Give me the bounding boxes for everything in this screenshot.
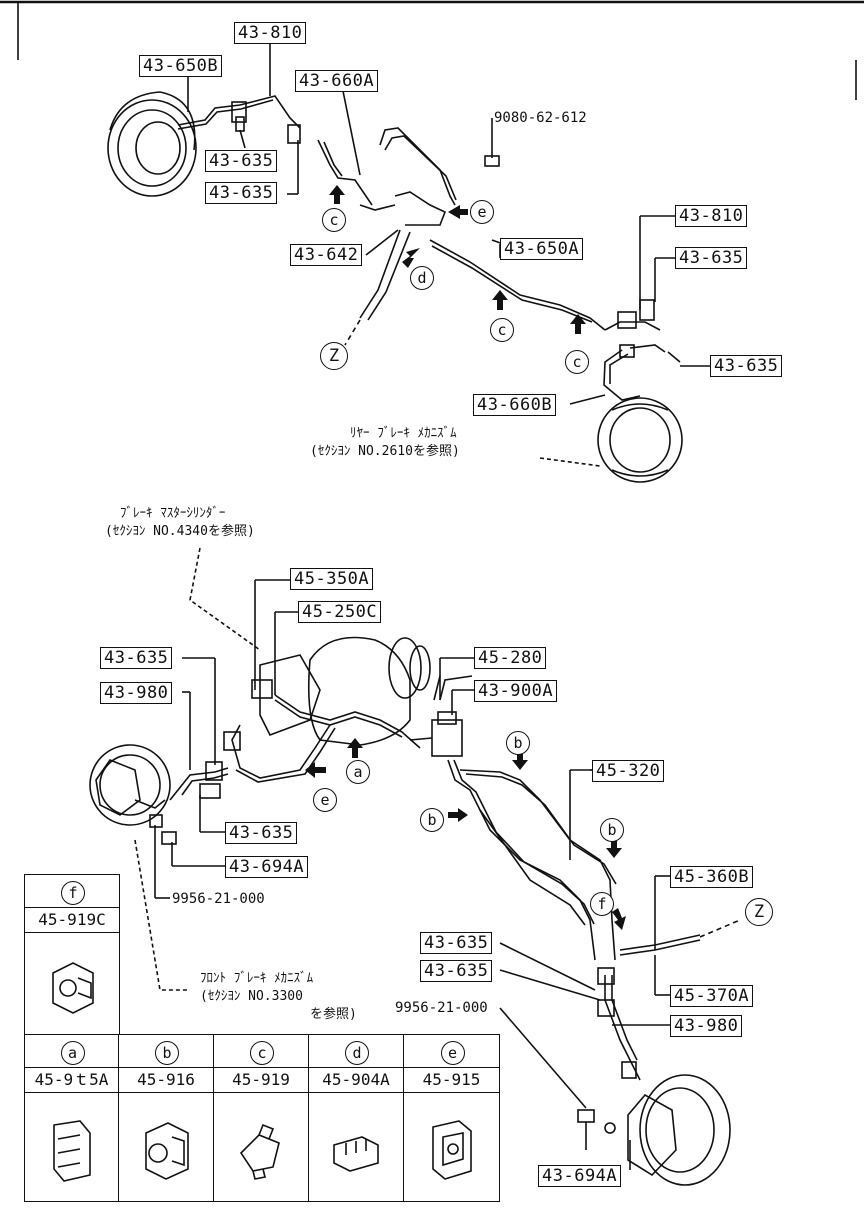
legend-clip-d: d 45-904A <box>309 1035 404 1201</box>
part-45-280: 45-280 <box>474 647 547 669</box>
clip-c-icon <box>239 1123 280 1180</box>
part-43-650b: 43-650B <box>139 55 223 77</box>
part-43-635-left: 43-635 <box>100 647 173 669</box>
legend-clip-c: c 45-919 <box>214 1035 309 1201</box>
rear-brake-note-line1: ﾘﾔｰ ﾌﾞﾚｰｷ ﾒｶﾆｽﾞﾑ <box>350 426 457 441</box>
part-43-694a-bottom: 43-694A <box>538 1165 622 1187</box>
callout-z-1: Z <box>320 342 348 370</box>
legend-clip-e: e 45-915 <box>404 1035 499 1201</box>
part-45-370a: 45-370A <box>670 985 754 1007</box>
bolt-code-left: 9956-21-000 <box>172 891 265 907</box>
callout-e-2: e <box>313 788 337 812</box>
callout-b-2: b <box>420 808 444 832</box>
front-brake-note-line1: ﾌﾛﾝﾄ ﾌﾞﾚｰｷ ﾒｶﾆｽﾞﾑ <box>200 971 314 986</box>
legend-clip-f: f 45-919C <box>24 874 120 1036</box>
front-left-brake-disc <box>89 744 171 826</box>
master-cylinder-note-line1: ﾌﾞﾚｰｷ ﾏｽﾀｰｼﾘﾝﾀﾞｰ <box>120 506 226 521</box>
callout-e-1: e <box>470 200 494 224</box>
callout-c-1: c <box>322 208 346 232</box>
legend-code-d: 45-904A <box>309 1067 403 1093</box>
rear-brake-note-line2: (ｾｸｼﾖﾝ NO.2610を参照) <box>310 444 460 459</box>
part-43-650a: 43-650A <box>500 238 584 260</box>
callout-c-3: c <box>565 350 589 374</box>
clip-d-icon <box>333 1136 379 1172</box>
master-cylinder-note-line2: (ｾｸｼﾖﾝ NO.4340を参照) <box>105 524 255 539</box>
legend-code-f: 45-919C <box>25 907 119 933</box>
callout-z-2: Z <box>745 898 773 926</box>
part-43-980-right: 43-980 <box>670 1015 743 1037</box>
legend-clip-b: b 45-916 <box>119 1035 214 1201</box>
master-cylinder-booster <box>251 636 431 746</box>
part-43-635-right-1: 43-635 <box>675 247 748 269</box>
clip-f-icon <box>52 962 94 1014</box>
part-43-660a: 43-660A <box>295 70 379 92</box>
bolt-code-top: 9080-62-612 <box>494 110 587 126</box>
callout-d-1: d <box>410 266 434 290</box>
part-43-980-left: 43-980 <box>100 682 173 704</box>
part-45-250c: 45-250C <box>298 601 382 623</box>
legend-letter-a: a <box>60 1041 85 1065</box>
part-43-660b: 43-660B <box>473 394 557 416</box>
callout-f-1: f <box>590 892 614 916</box>
clip-b-icon <box>145 1122 189 1180</box>
part-43-900a: 43-900A <box>474 680 558 702</box>
legend-letter-d: d <box>345 1041 369 1065</box>
part-45-320: 45-320 <box>592 760 665 782</box>
front-brake-note-line2: (ｾｸｼﾖﾝ NO.3300 <box>200 989 303 1004</box>
legend-clip-table: a 45-9ｔ5A b 45-916 c 45-919 <box>24 1034 500 1202</box>
legend-code-b: 45-916 <box>119 1067 213 1093</box>
part-43-694a-left: 43-694A <box>225 856 309 878</box>
part-43-810-right: 43-810 <box>675 205 748 227</box>
part-43-635-low-1: 43-635 <box>420 932 493 954</box>
part-45-350a: 45-350A <box>290 568 374 590</box>
legend-letter-f: f <box>61 881 85 905</box>
part-43-635-b: 43-635 <box>205 182 278 204</box>
legend-letter-c: c <box>250 1041 274 1065</box>
part-43-635-right-2: 43-635 <box>710 355 783 377</box>
part-43-635-low-2: 43-635 <box>420 960 493 982</box>
callout-b-1: b <box>506 731 530 755</box>
part-43-635-mid: 43-635 <box>225 822 298 844</box>
clip-e-icon <box>432 1120 472 1180</box>
legend-letter-e: e <box>440 1041 465 1065</box>
part-43-810-top: 43-810 <box>234 22 307 44</box>
legend-code-c: 45-919 <box>214 1067 308 1093</box>
rear-left-brake-drum <box>107 91 197 197</box>
legend-letter-b: b <box>155 1041 179 1065</box>
part-43-635-a: 43-635 <box>205 150 278 172</box>
part-43-642: 43-642 <box>290 244 363 266</box>
callout-c-2: c <box>490 318 514 342</box>
callout-b-3: b <box>600 818 624 842</box>
part-45-360b: 45-360B <box>670 866 754 888</box>
front-right-brake-disc <box>627 1074 731 1186</box>
legend-clip-a: a 45-9ｔ5A <box>25 1035 119 1201</box>
callout-a-1: a <box>346 760 370 784</box>
legend-code-e: 45-915 <box>404 1067 499 1093</box>
bolt-code-right: 9956-21-000 <box>395 1000 488 1016</box>
legend-code-a: 45-9ｔ5A <box>25 1067 118 1093</box>
clip-a-icon <box>53 1120 91 1182</box>
rear-right-brake-drum <box>597 397 683 483</box>
front-brake-note-line3: を参照) <box>310 1007 357 1022</box>
